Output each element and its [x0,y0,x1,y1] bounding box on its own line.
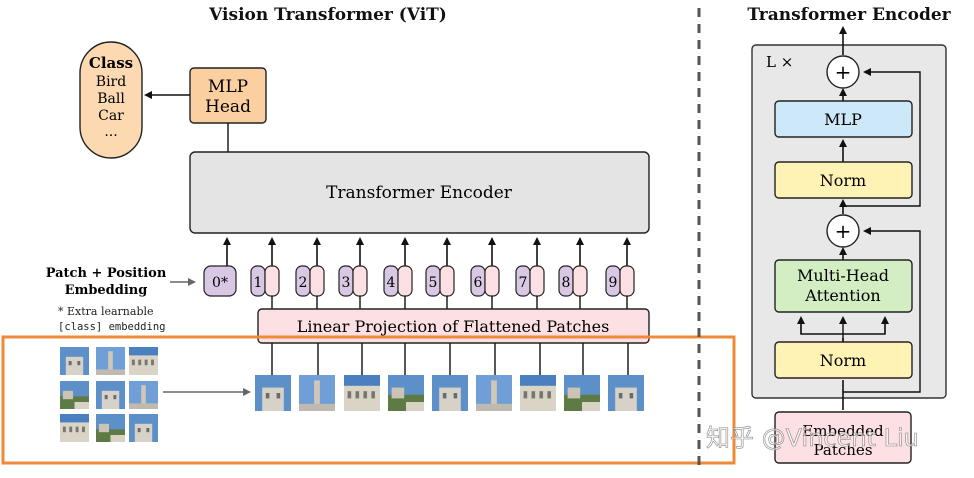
plus-symbol-top: + [835,60,852,84]
residual-connection-2 [843,68,921,207]
transformer-encoder-box: Transformer Encoder [189,151,650,234]
token-pair-5: 5 [425,237,455,309]
sequence-patch-2 [299,375,335,411]
patch-embedding-2 [309,265,325,297]
multi-head-attention-box: Multi-Head Attention [774,259,913,313]
token-id-7: 7 [519,275,528,291]
residual-connection-1 [843,227,921,393]
attention-line1: Multi-Head [797,266,889,285]
token-pair-1: 1 [250,237,280,309]
sequence-patch-6 [476,375,512,411]
norm-bottom-label: Norm [820,351,866,370]
patch-embedding-1 [264,265,280,297]
class-heading: Class [89,54,133,72]
mlp-head-box: MLP Head [189,67,267,124]
linear-projection-box: Linear Projection of Flattened Patches [257,308,650,344]
encoder-mlp-label: MLP [824,110,862,129]
sequence-patch-7 [520,375,556,411]
norm-bottom-box: Norm [774,341,913,379]
residual-add-bottom: + [826,214,860,248]
sequence-patch-1 [255,375,291,411]
mlp-head-line2: Head [205,97,251,117]
grid-patch-9 [129,414,158,442]
token-pair-0: 0* [203,237,237,297]
token-sequence: 0* 1 2 3 4 5 6 7 8 9 [203,237,635,309]
highlight-box [1,335,736,465]
sequence-patch-3 [344,375,380,411]
token-id-3: 3 [342,275,351,291]
token-pair-7: 7 [515,237,545,309]
token-id-2: 2 [299,275,308,291]
patch-embedding-5 [439,265,455,297]
grid-patch-1 [60,347,89,375]
grid-patch-8 [96,414,125,442]
token-pair-3: 3 [338,237,368,309]
sequence-patch-4 [388,375,424,411]
grid-patch-3 [129,347,158,375]
encoder-mlp-box: MLP [774,100,913,138]
norm-top-box: Norm [774,161,913,199]
grid-patch-6 [129,381,158,409]
encoder-detail-title: Transformer Encoder [747,5,951,25]
grid-patch-5 [96,381,125,409]
token-id-9: 9 [609,275,618,291]
patch-embedding-3 [352,265,368,297]
mlp-head-line1: MLP [208,77,248,97]
vit-title: Vision Transformer (ViT) [208,5,447,25]
patch-embedding-4 [397,265,413,297]
patch-embedding-6 [484,265,500,297]
flattened-patch-sequence [255,375,644,411]
patch-embedding-8 [572,265,588,297]
grid-patch-2 [96,347,125,375]
token-id-5: 5 [429,275,438,291]
patch-embedding-7 [529,265,545,297]
token-pair-8: 8 [558,237,588,309]
sequence-patch-9 [608,375,644,411]
token-id-1: 1 [254,275,263,291]
repeat-label: L × [766,53,793,71]
token-id-4: 4 [387,275,396,291]
watermark: 知乎 @Vincent Liu [706,424,919,452]
class-token-shape [203,265,237,297]
class-item-more: ... [104,124,117,140]
residual-add-top: + [826,55,860,89]
class-item-ball: Ball [97,91,125,107]
token-pair-2: 2 [295,237,325,309]
embedding-label-line2: Embedding [65,283,148,298]
embedding-label-line1: Patch + Position [46,266,167,281]
linear-projection-label: Linear Projection of Flattened Patches [297,317,610,336]
attention-line2: Attention [804,286,880,305]
class-item-car: Car [98,108,124,124]
grid-patch-4 [60,381,89,409]
extra-note-line1: * Extra learnable [58,305,154,318]
embedded-patches-box: Embedded Patches [774,411,912,464]
extra-note-line2: [class] embedding [58,321,165,333]
token-pair-4: 4 [383,237,413,309]
embedded-patches-line2: Patches [813,441,872,459]
plus-symbol-bottom: + [835,219,852,243]
image-patch-grid [60,347,158,442]
patch-embedding-9 [619,265,635,297]
encoder-label: Transformer Encoder [326,183,513,203]
class-item-bird: Bird [96,74,126,90]
sequence-patch-5 [432,375,468,411]
token-pair-6: 6 [470,237,500,309]
class-output-box: Class Bird Ball Car ... [79,41,143,159]
sequence-patch-8 [564,375,600,411]
embedded-patches-line1: Embedded [802,422,884,440]
norm-top-label: Norm [820,171,866,190]
grid-patch-7 [60,414,89,442]
token-id-8: 8 [562,275,571,291]
patch-input-lines [271,343,629,375]
token-id-6: 6 [474,275,483,291]
token-id-0: 0* [212,275,228,291]
token-pair-9: 9 [605,237,635,309]
